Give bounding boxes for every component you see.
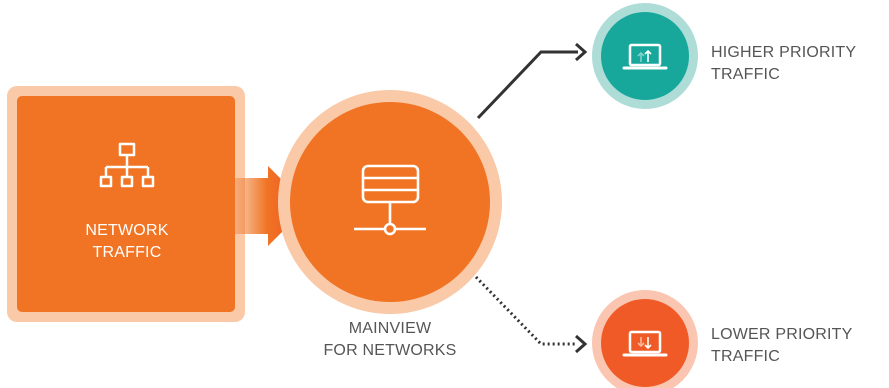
server-icon bbox=[354, 164, 426, 236]
network-traffic-label-line-2: TRAFFIC bbox=[92, 244, 162, 261]
low-priority-node bbox=[601, 299, 689, 387]
arrowhead-low-priority bbox=[575, 334, 588, 354]
network-hierarchy-icon bbox=[99, 142, 155, 188]
mainview-label: MAINVIEW FOR NETWORKS bbox=[300, 318, 480, 362]
mainview-label-line-2: FOR NETWORKS bbox=[323, 342, 457, 359]
high-priority-label: HIGHER PRIORITY TRAFFIC bbox=[711, 42, 856, 86]
high-priority-node bbox=[601, 12, 689, 100]
high-priority-label-line-1: HIGHER PRIORITY bbox=[711, 44, 857, 61]
network-traffic-label: NETWORK TRAFFIC bbox=[18, 220, 236, 264]
laptop-upload-icon bbox=[622, 43, 668, 70]
low-priority-label: LOWER PRIORITY TRAFFIC bbox=[711, 324, 852, 368]
arrowhead-high-priority bbox=[575, 42, 588, 62]
network-traffic-box bbox=[17, 96, 235, 312]
laptop-download-icon bbox=[622, 330, 668, 357]
connector-high-priority bbox=[476, 50, 578, 120]
mainview-label-line-1: MAINVIEW bbox=[348, 320, 432, 337]
high-priority-label-line-2: TRAFFIC bbox=[711, 66, 780, 83]
network-traffic-label-line-1: NETWORK bbox=[85, 222, 169, 239]
connector-low-priority bbox=[474, 275, 576, 346]
low-priority-label-line-1: LOWER PRIORITY bbox=[711, 326, 853, 343]
low-priority-label-line-2: TRAFFIC bbox=[711, 348, 780, 365]
